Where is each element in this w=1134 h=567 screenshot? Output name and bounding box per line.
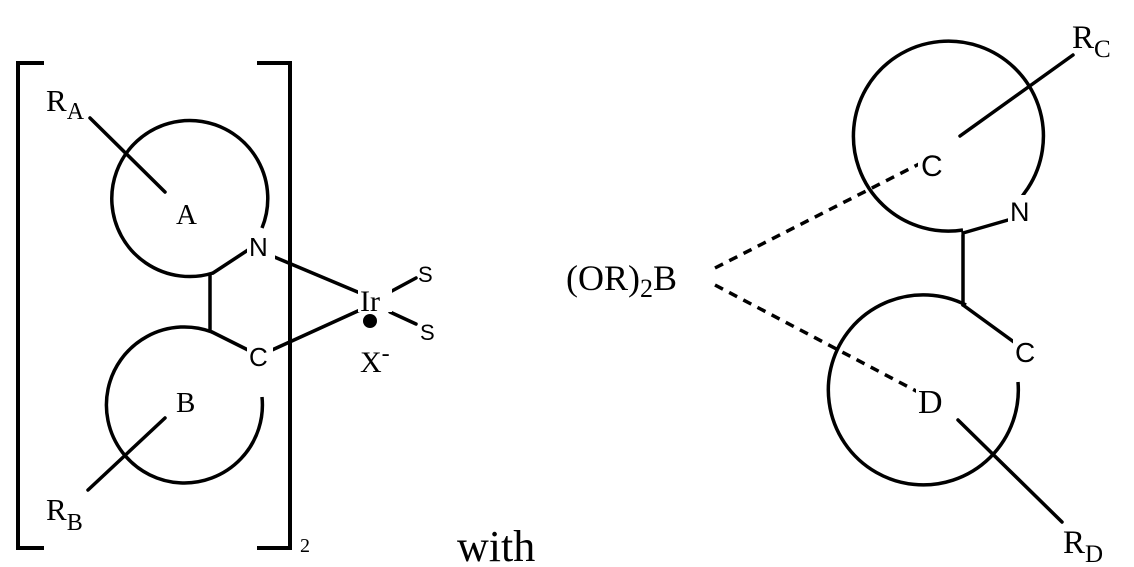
ring-bottom-atom-c-label: C [1015,337,1035,368]
rc-label: RC [1072,20,1111,63]
c-ir-bond [272,310,360,350]
ring-c-bond [963,305,1018,345]
ir-s2-bond [390,312,416,324]
ligand-s2-label: S [420,320,435,345]
ir-s1-bond [390,278,416,292]
ligand-s1-label: S [418,262,433,287]
ring-b-label: B [176,387,195,419]
ra-label: RA [46,83,85,125]
atom-c-label: C [249,342,268,372]
rb-label: RB [46,492,83,536]
ring-n-bond [963,220,1008,233]
rc-symbol: R [1072,20,1094,56]
rd-label: RD [1063,525,1103,567]
ring-b-c-bond [212,332,248,350]
ra-subscript: A [67,99,85,125]
counter-ion-charge: - [382,341,390,367]
atom-d-label: D [918,384,943,421]
multiplier-label: 2 [300,535,310,557]
n-ir-bond [272,256,360,293]
rb-subscript: B [67,510,83,536]
right-ligand: C N C D RC RD (OR)2B [565,20,1111,567]
counter-ion-label: X- [360,341,390,379]
boron-symbol: B [653,258,677,298]
rd-symbol: R [1063,525,1085,561]
ring-a-label: A [176,199,197,231]
left-bracket [18,63,44,548]
rb-bond [88,418,165,490]
boronate-subscript: 2 [640,274,653,303]
rc-subscript: C [1094,36,1111,63]
boronate-group: (OR) [566,258,640,298]
boron-c-dashed-bond [715,163,921,268]
iridium-label: Ir [360,285,380,318]
boronate-label: (OR)2B [566,258,677,303]
rc-bond [960,55,1073,136]
right-bracket [257,63,290,548]
ring-top-atom-c-label: C [921,150,943,183]
rb-symbol: R [46,492,67,527]
ring-n-label: N [1010,197,1030,227]
atom-n-label: N [249,232,268,262]
ra-symbol: R [46,83,67,118]
left-complex: N C A B RA RB Ir S S X- 2 [18,63,435,557]
rd-subscript: D [1085,541,1103,567]
ring-a-n-bond [213,250,248,273]
counter-ion-symbol: X [360,346,382,379]
connector-word: with [457,522,535,567]
